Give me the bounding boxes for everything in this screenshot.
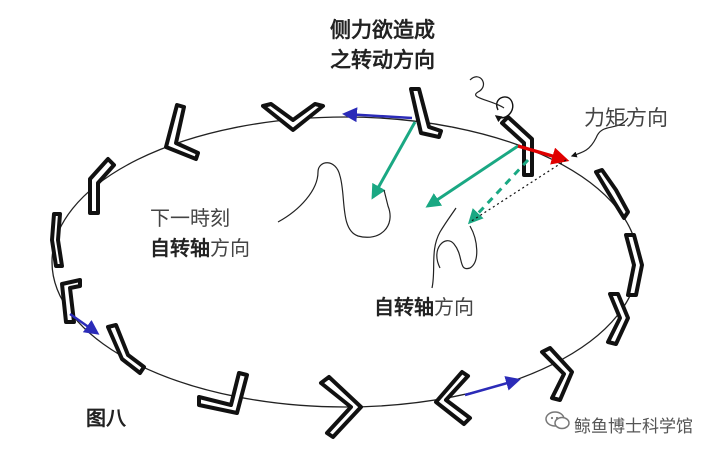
leader-next-moment: [277, 162, 391, 238]
boomerang-right-upper: [594, 168, 630, 220]
torque-direction-label: 力矩方向: [584, 106, 668, 130]
watermark-text: 鲸鱼博士科学馆: [574, 417, 693, 437]
boomerang-left-mid: [50, 212, 64, 268]
orbit-arrow-bottom: [464, 376, 521, 397]
next-moment-label: 下一時刻: [150, 206, 230, 230]
leader-spin-axis: [436, 225, 478, 270]
boomerang-group: [50, 87, 644, 439]
torque-projection-line: [469, 159, 567, 223]
leader-side-force: [469, 76, 505, 109]
wechat-chat-icon: [545, 411, 570, 430]
side-force-label-line1: 侧力欲造成: [330, 18, 435, 42]
boomerang-top-right: [500, 115, 534, 177]
boomerang-right-mid: [624, 233, 644, 297]
boomerang-bottom-right: [540, 346, 574, 402]
boomerang-bottom-left: [106, 323, 146, 375]
boomerang-bottom-mid-right: [434, 370, 472, 426]
boomerang-top-left: [164, 103, 200, 161]
rotation-curl-icon: [494, 96, 514, 123]
boomerang-left-lower: [60, 278, 82, 324]
direction-text: 方向: [210, 236, 250, 260]
boomerang-left-upper: [88, 157, 116, 215]
side-force-label-line2: 之转动方向: [330, 48, 435, 72]
orbit-arrow-top: [342, 107, 413, 123]
boomerang-top-mid: [409, 87, 443, 139]
spin-axis-label: 自转轴方向: [374, 291, 474, 320]
next-spin-axis-label: 自转轴方向: [150, 232, 250, 261]
spin-axis-arrow-current: [425, 144, 519, 208]
boomerang-bottom-left-center: [197, 371, 249, 415]
leader-spin-axis-2: [431, 207, 457, 289]
spin-axis2-bold-text: 自转轴: [374, 295, 434, 319]
spin-axis-bold-text: 自转轴: [150, 236, 210, 260]
boomerang-bottom-center: [319, 375, 363, 439]
orbit-arrow-left: [69, 312, 100, 335]
leader-torque: [570, 117, 629, 158]
figure-label: 图八: [86, 406, 126, 430]
boomerang-top-center: [261, 102, 325, 132]
torque-arrow: [517, 144, 570, 165]
spin-axis-arrow-next: [371, 121, 417, 200]
direction2-text: 方向: [434, 295, 474, 319]
boomerang-right-lower: [606, 292, 630, 346]
spin-axis-arrow-dashed: [467, 158, 530, 225]
